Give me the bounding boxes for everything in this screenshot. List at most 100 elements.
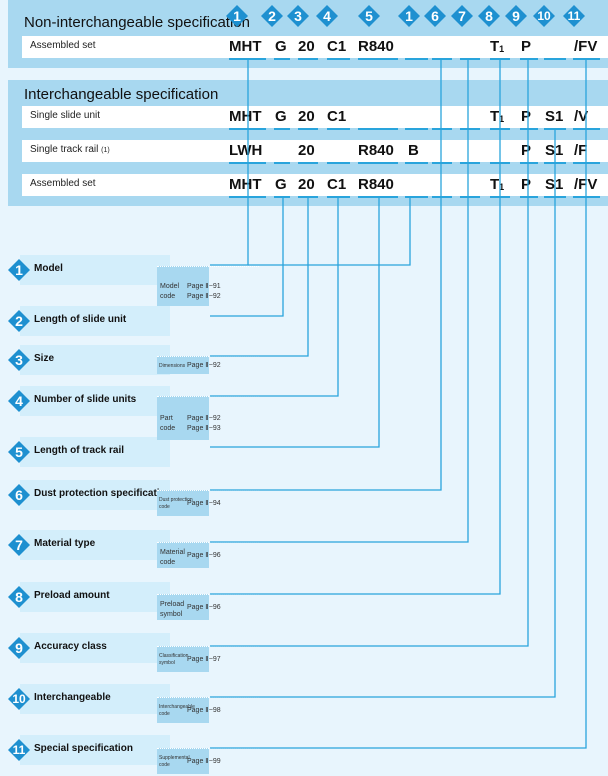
code-units: C1 xyxy=(327,108,347,125)
code-underline xyxy=(298,128,318,130)
row-assembled-noninter: Assembled set xyxy=(22,36,608,58)
column-number: 9 xyxy=(512,8,520,24)
legend-number-icon: 7 xyxy=(8,534,30,556)
ref-dots xyxy=(157,748,259,749)
code-length: G xyxy=(275,108,287,125)
ref-page: Page Ⅱ−96 xyxy=(187,552,221,559)
code-interch: S1 xyxy=(545,176,564,193)
legend-number-icon: 5 xyxy=(8,441,30,463)
connector-line xyxy=(210,196,309,357)
code-underline xyxy=(460,162,480,164)
code-underline xyxy=(358,196,398,198)
legend-number: 6 xyxy=(15,487,23,503)
code-size: 20 xyxy=(298,176,315,193)
ref-dots xyxy=(157,646,259,647)
connector-line xyxy=(210,60,587,749)
column-number: 6 xyxy=(431,8,439,24)
code-underline xyxy=(274,196,290,198)
ref-dots xyxy=(157,490,259,491)
code-accuracy: P xyxy=(521,38,532,55)
code-underline xyxy=(327,58,350,60)
code-special: /FV xyxy=(574,38,598,55)
code-model: MHT xyxy=(229,108,262,125)
connector-line xyxy=(210,196,380,448)
code-underline xyxy=(298,58,318,60)
legend-item-7: 7 Material type xyxy=(8,530,170,560)
column-number: 10 xyxy=(537,9,551,23)
column-number: 8 xyxy=(485,8,493,24)
code-underline xyxy=(460,128,480,130)
legend-name: Length of track rail xyxy=(34,445,125,456)
code-size: 20 xyxy=(298,108,315,125)
column-number: 7 xyxy=(458,8,466,24)
code-material: T1 xyxy=(490,108,505,125)
legend-number: 4 xyxy=(15,393,23,409)
legend-number-icon: 11 xyxy=(8,739,30,761)
ref-page: Page Ⅱ−98 xyxy=(187,707,221,714)
row-single-track: Single track rail (1) xyxy=(22,140,608,162)
code-accuracy: P xyxy=(521,176,532,193)
legend-number: 9 xyxy=(15,640,23,656)
column-number-12-icon: 11 xyxy=(563,5,585,27)
legend-number: 10 xyxy=(12,692,26,706)
legend-name: Length of slide unit xyxy=(34,314,127,325)
code-rail-length: R840 xyxy=(358,176,394,193)
code-underline xyxy=(327,162,350,164)
legend-number: 3 xyxy=(15,352,23,368)
column-number-3-icon: 3 xyxy=(287,5,309,27)
code-units: C1 xyxy=(327,38,347,55)
code-underline xyxy=(573,58,600,60)
column-number-10-icon: 9 xyxy=(505,5,527,27)
noninterchangeable-title: Non-interchangeable specification xyxy=(24,14,250,31)
code-accuracy: P xyxy=(521,108,532,125)
legend-number-icon: 10 xyxy=(8,688,30,710)
column-number-2-icon: 2 xyxy=(261,5,283,27)
code-accuracy: P xyxy=(521,142,532,159)
code-underline xyxy=(432,162,452,164)
code-underline xyxy=(432,128,452,130)
code-size: 20 xyxy=(298,142,315,159)
ref-dots xyxy=(157,594,259,595)
legend-name: Material type xyxy=(34,538,96,549)
column-number-9-icon: 8 xyxy=(478,5,500,27)
connector-line xyxy=(210,196,339,397)
connector-line xyxy=(210,60,442,491)
connector-line xyxy=(248,196,411,266)
code-underline xyxy=(520,196,538,198)
column-number-4-icon: 4 xyxy=(316,5,338,27)
row-label: Assembled set xyxy=(30,178,96,189)
code-length: G xyxy=(275,176,287,193)
ref-page: Page Ⅱ−99 xyxy=(187,758,221,765)
legend-number: 1 xyxy=(15,262,23,278)
connector-line xyxy=(210,60,249,266)
column-number-7-icon: 6 xyxy=(424,5,446,27)
legend-number: 7 xyxy=(15,537,23,553)
code-units: C1 xyxy=(327,176,347,193)
ref-dots xyxy=(157,356,259,357)
legend-name: Special specification xyxy=(34,743,133,754)
code-underline xyxy=(432,58,452,60)
column-number: 11 xyxy=(567,9,581,23)
column-number: 4 xyxy=(323,8,331,24)
legend-name: Model xyxy=(34,263,63,274)
ref-page: Page Ⅱ−94 xyxy=(187,500,221,507)
code-underline xyxy=(460,58,480,60)
legend-number-icon: 8 xyxy=(8,586,30,608)
legend-name: Size xyxy=(34,353,55,364)
code-special: /F xyxy=(574,142,588,159)
